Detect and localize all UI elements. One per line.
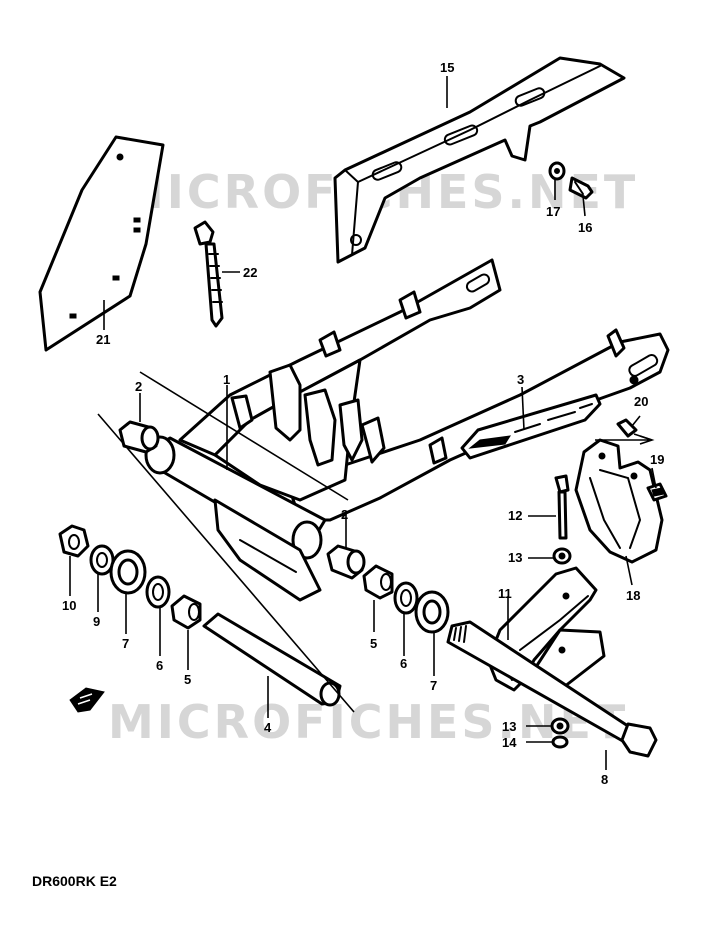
callout-3: 3	[517, 372, 524, 387]
callout-9: 9	[93, 614, 100, 629]
callout-19: 19	[650, 452, 664, 467]
callout-2-left: 2	[135, 379, 142, 394]
callout-18: 18	[626, 588, 640, 603]
part-5-bushing-left	[170, 594, 202, 630]
callout-13-lower: 13	[502, 719, 516, 734]
callout-labels: 15 17 16 21 22 1 2 2 3 20 19 18 12 13 11…	[62, 60, 664, 787]
front-arrow-icon	[69, 687, 105, 713]
part-2-bearing-left	[118, 420, 160, 454]
callout-14: 14	[502, 735, 517, 750]
callout-1: 1	[223, 372, 230, 387]
callout-12: 12	[508, 508, 522, 523]
part-14-pin	[551, 735, 569, 749]
callout-7-left: 7	[122, 636, 129, 651]
part-13-nut-upper	[552, 547, 572, 565]
part-7-seal-right	[414, 590, 450, 634]
part-1-swingarm	[144, 258, 670, 602]
part-18-chain-guide	[574, 438, 664, 564]
callout-22: 22	[243, 265, 257, 280]
part-6-ring-left	[145, 575, 171, 609]
callout-6-right: 6	[400, 656, 407, 671]
callout-7-right: 7	[430, 678, 437, 693]
part-6-ring-right	[393, 581, 419, 615]
part-13-nut-lower	[550, 717, 570, 735]
callout-20: 20	[634, 394, 648, 409]
leader-lines	[69, 76, 657, 770]
callout-5-right: 5	[370, 636, 377, 651]
callout-11: 11	[498, 586, 512, 601]
callout-8: 8	[601, 772, 608, 787]
callout-4: 4	[264, 720, 272, 735]
part-10-nut	[58, 524, 90, 558]
part-16-bolt	[568, 176, 594, 200]
part-12-bolt	[554, 474, 570, 540]
part-7-seal-left	[109, 549, 147, 595]
callout-2-right: 2	[341, 507, 348, 522]
callout-15: 15	[440, 60, 454, 75]
part-4-pivot-shaft	[202, 612, 342, 707]
model-code: DR600RK E2	[32, 873, 117, 889]
watermark-bottom: MICROFICHES.NET	[108, 695, 628, 749]
callout-6-left: 6	[156, 658, 163, 673]
callout-13-upper: 13	[508, 550, 522, 565]
part-15-chain-case	[333, 56, 626, 264]
part-21-side-plate	[38, 135, 165, 352]
callout-16: 16	[578, 220, 592, 235]
part-8-axle	[446, 620, 658, 758]
part-17-washer	[548, 161, 566, 181]
part-5-bushing-right	[362, 564, 394, 600]
callout-21: 21	[96, 332, 110, 347]
callout-5-left: 5	[184, 672, 191, 687]
part-3-decal	[460, 393, 602, 460]
callout-10: 10	[62, 598, 76, 613]
part-22-tie-clamp	[193, 220, 224, 328]
part-19-bolt	[646, 482, 668, 502]
part-2-bearing-right	[326, 544, 366, 580]
callout-17: 17	[546, 204, 560, 219]
